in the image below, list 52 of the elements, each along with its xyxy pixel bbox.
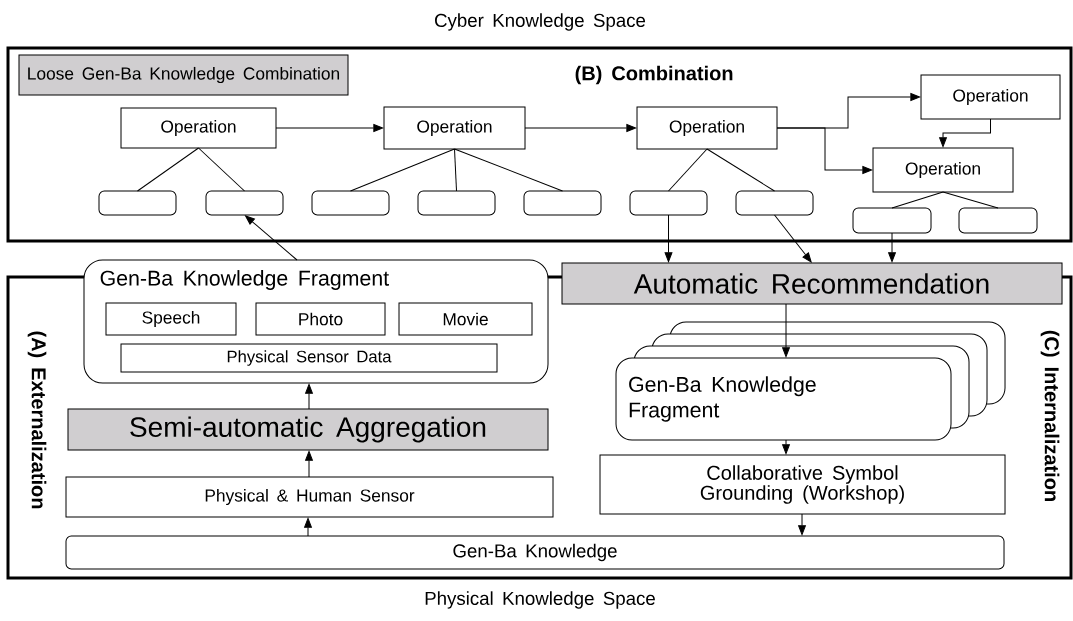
process-bar: Automatic Recommendation [561, 262, 1063, 305]
media-box: Movie [398, 302, 533, 336]
operation-box: Operation [383, 106, 526, 150]
title-bar: Loose Gen-Ba Knowledge Combination [18, 54, 349, 96]
section-title: (A) Externalization [27, 331, 47, 509]
arrow [782, 303, 790, 358]
arrow [275, 124, 384, 132]
arrow [888, 232, 896, 263]
fragment-slot [852, 207, 932, 234]
arrow [305, 383, 313, 410]
fragment-slot [523, 190, 602, 216]
arrow [939, 118, 991, 148]
fragment-slot [98, 190, 177, 216]
process-bar: Semi-automatic Aggregation [67, 408, 549, 451]
section-title: (B) Combination [575, 65, 733, 85]
connector-line [350, 148, 455, 192]
group-heading: Gen-Ba Knowledge Fragment [100, 270, 389, 290]
region-heading: Cyber Knowledge Space [435, 13, 646, 31]
fragment-slot [629, 190, 708, 216]
fragment-slot [735, 190, 814, 216]
arrow [776, 127, 873, 174]
arrow [524, 124, 637, 132]
fragment-slot [205, 190, 284, 216]
arrow [305, 450, 313, 478]
region-heading: Physical Knowledge Space [425, 591, 655, 609]
connector-line [454, 148, 457, 192]
arrow [664, 214, 673, 263]
connector-line [198, 147, 245, 192]
operation-box: Operation [872, 147, 1014, 193]
arrow [774, 214, 812, 263]
arrow [304, 517, 312, 537]
media-box: Speech [105, 302, 237, 336]
connector-line [668, 148, 708, 192]
operation-box: Operation [636, 106, 778, 150]
fragment-slot [311, 190, 390, 216]
connector-line [454, 148, 563, 192]
operation-box: Operation [120, 107, 277, 149]
arrow [245, 215, 298, 261]
knowledge-bar: Gen-Ba Knowledge [65, 535, 1005, 570]
section-title: (C) Internalization [1040, 330, 1060, 501]
stacked-card: Gen-Ba Knowledge Fragment [615, 321, 1006, 441]
media-box: Photo [255, 302, 386, 336]
connector-line [706, 148, 775, 192]
arrow [782, 439, 790, 455]
workshop-box: Collaborative Symbol Grounding (Workshop) [599, 454, 1006, 515]
media-box: Physical Sensor Data [120, 343, 498, 373]
operation-box: Operation [920, 74, 1061, 120]
sensor-box: Physical & Human Sensor [65, 476, 554, 518]
connector-line [137, 147, 199, 192]
arrow [798, 513, 806, 536]
fragment-slot [958, 207, 1038, 234]
fragment-slot [417, 190, 496, 216]
